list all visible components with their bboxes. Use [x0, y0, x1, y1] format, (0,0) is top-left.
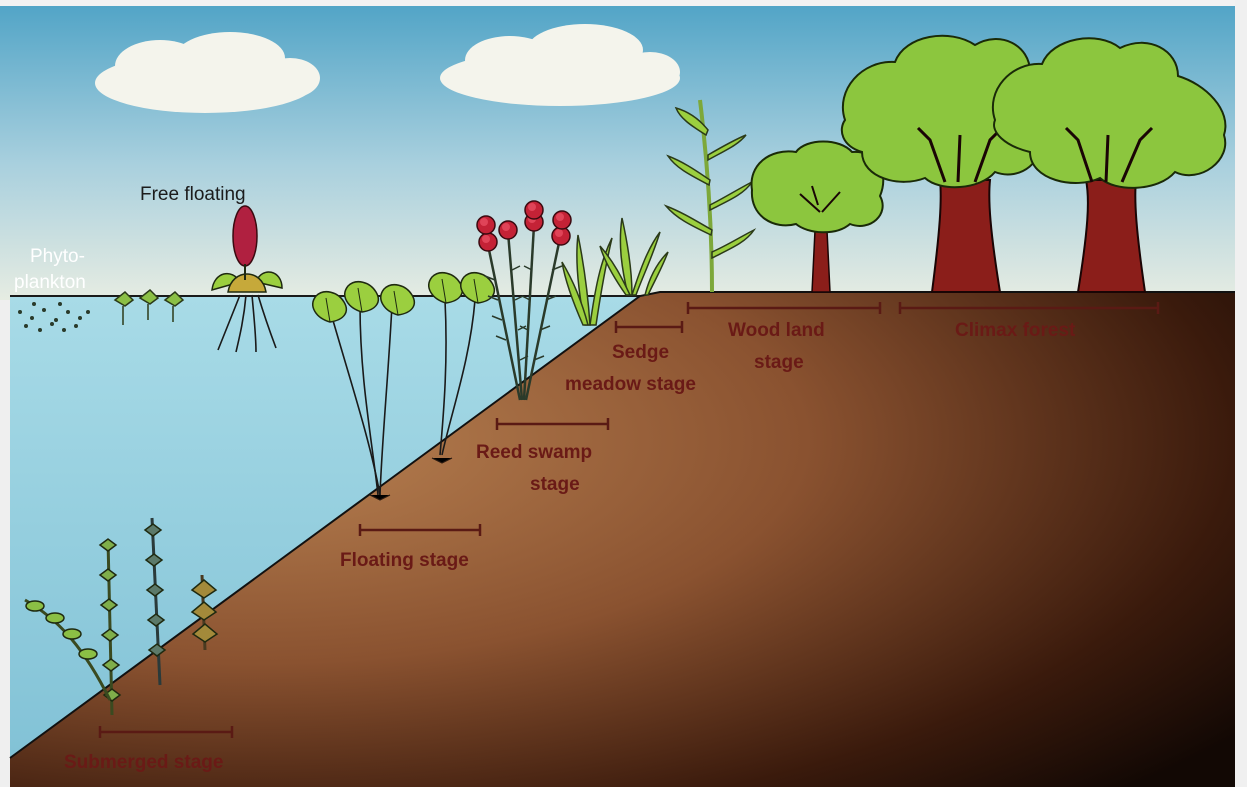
frame-right	[1235, 0, 1247, 787]
frame-top	[0, 0, 1247, 6]
phytoplankton-label-line2: plankton	[14, 272, 86, 293]
phytoplankton-label-line1: Phyto-	[30, 246, 85, 267]
reed-swamp-label-line1: Reed swamp	[476, 442, 592, 463]
free-floating-label: Free floating	[140, 184, 246, 205]
woodland-label-line2: stage	[754, 352, 804, 373]
reed-swamp-label-line2: stage	[530, 474, 580, 495]
submerged-stage-label: Submerged stage	[64, 752, 223, 773]
sedge-meadow-label-line2: meadow stage	[565, 374, 696, 395]
woodland-label-line1: Wood land	[728, 320, 825, 341]
climax-forest-label: Climax forest	[955, 320, 1076, 341]
sedge-meadow-label-line1: Sedge	[612, 342, 669, 363]
floating-stage-label: Floating stage	[340, 550, 469, 571]
